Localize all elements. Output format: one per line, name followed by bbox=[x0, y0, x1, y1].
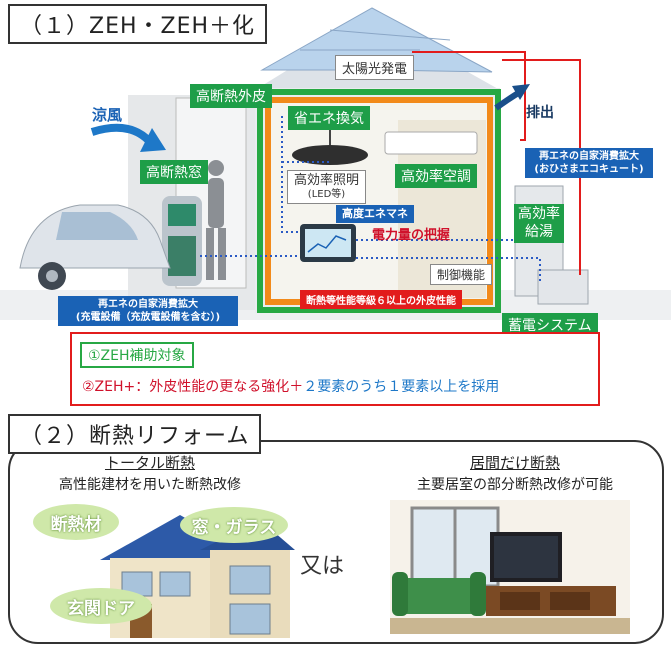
zeh-notes-box: ①ZEH補助対象 ②ZEH+：外皮性能の更なる強化＋２要素のうち１要素以上を採用 bbox=[70, 332, 600, 406]
label-lighting-main: 高効率照明 bbox=[294, 173, 360, 188]
label-ventilation: 省エネ換気 bbox=[288, 106, 370, 130]
zeh-subsidy-label: ①ZEH補助対象 bbox=[80, 342, 194, 368]
label-water-heater-top: 高効率 bbox=[518, 206, 560, 222]
label-insulation-grade: 断熱等性能等級６以上の外皮性能 bbox=[300, 290, 462, 309]
label-water-heater: 高効率 給湯 bbox=[514, 204, 564, 243]
label-control: 制御機能 bbox=[430, 264, 493, 285]
label-aircon: 高効率空調 bbox=[395, 164, 477, 188]
tag-window-glass: 窓・ガラス bbox=[180, 507, 288, 543]
total-insulation-heading: トータル断熱 bbox=[104, 454, 195, 472]
or-text: 又は bbox=[300, 554, 345, 579]
label-power-grasp: 電力量の把握 bbox=[372, 228, 451, 243]
label-lighting: 高効率照明 (LED等) bbox=[287, 170, 367, 204]
living-only-subheading: 主要居室の部分断熱改修が可能 bbox=[417, 477, 613, 493]
living-room-illustration bbox=[390, 500, 630, 634]
zeh-house-illustration bbox=[0, 7, 671, 320]
section2-title: （２）断熱リフォーム bbox=[8, 414, 262, 454]
zeh-plus-prefix: ②ZEH+：外皮性能の更なる強化＋ bbox=[82, 379, 304, 395]
label-self-consumption-left-1: 再エネの自家消費拡大 bbox=[98, 299, 198, 310]
tag-insulation-material: 断熱材 bbox=[33, 504, 119, 540]
label-self-consumption-left-2: (充電設備（充放電設備を含む）) bbox=[75, 312, 221, 323]
section1-title: （１）ZEH・ZEH＋化 bbox=[8, 4, 268, 44]
reform-house-illustration bbox=[100, 515, 295, 638]
label-self-consumption-right: 再エネの自家消費拡大 (おひさまエコキュート) bbox=[525, 148, 653, 178]
label-solar: 太陽光発電 bbox=[335, 55, 415, 80]
zeh-plus-suffix: ２要素のうち１要素以上を採用 bbox=[303, 379, 500, 395]
tag-entrance-door: 玄関ドア bbox=[50, 588, 152, 624]
label-water-heater-bottom: 給湯 bbox=[525, 223, 553, 240]
label-lighting-sub: (LED等) bbox=[307, 188, 346, 200]
living-only-heading: 居間だけ断熱 bbox=[469, 454, 560, 472]
label-exhaust: 排出 bbox=[526, 105, 554, 121]
total-insulation-subheading: 高性能建材を用いた断熱改修 bbox=[59, 477, 241, 493]
zeh-plus-line: ②ZEH+：外皮性能の更なる強化＋２要素のうち１要素以上を採用 bbox=[82, 376, 499, 396]
label-window: 高断熱窓 bbox=[140, 160, 208, 184]
label-self-consumption-right-2: (おひさまエコキュート) bbox=[534, 164, 644, 175]
label-outer-wall: 高断熱外皮 bbox=[190, 84, 272, 108]
label-self-consumption-left: 再エネの自家消費拡大 (充電設備（充放電設備を含む）) bbox=[58, 296, 238, 326]
label-self-consumption-right-1: 再エネの自家消費拡大 bbox=[539, 151, 639, 162]
label-hems: 高度エネマネ bbox=[336, 205, 414, 224]
label-cool-wind: 涼風 bbox=[92, 106, 123, 124]
